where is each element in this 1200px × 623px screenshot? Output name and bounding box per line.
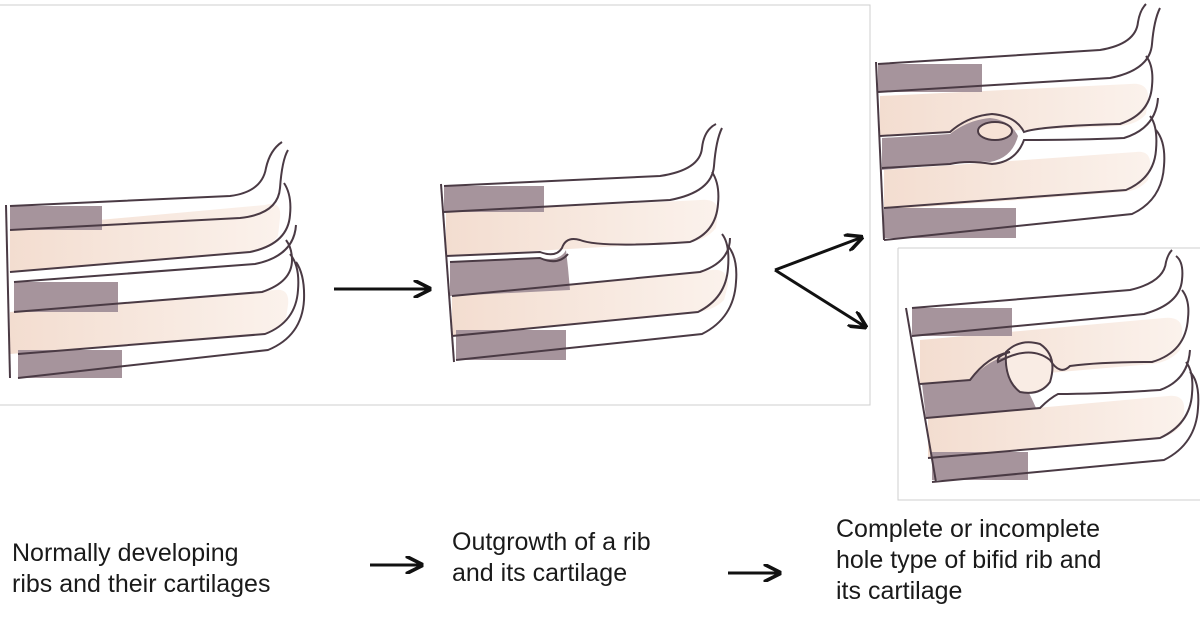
- arrow-up-right-icon: [774, 238, 860, 272]
- caption-normal-ribs: Normally developing ribs and their carti…: [12, 539, 271, 598]
- cartilage-block: [18, 350, 122, 378]
- normal-ribs-illustration: [5, 141, 306, 379]
- arrow-down-right-icon: [774, 268, 864, 326]
- caption-bifid-rib: Complete or incomplete hole type of bifi…: [836, 515, 1102, 605]
- complete-hole-bifid-rib-illustration: [875, 3, 1166, 241]
- outgrowth-ribs-illustration: [440, 123, 738, 363]
- branch-arrows: [774, 238, 864, 326]
- incomplete-hole-bifid-rib-illustration: [905, 249, 1200, 483]
- caption-outgrowth: Outgrowth of a rib and its cartilage: [452, 528, 651, 587]
- panel-borders: [0, 4, 1200, 501]
- complete-hole: [977, 121, 1013, 141]
- incomplete-hole: [1004, 341, 1054, 394]
- cartilage-block: [878, 64, 982, 92]
- outgrowth-cartilage: [450, 250, 570, 296]
